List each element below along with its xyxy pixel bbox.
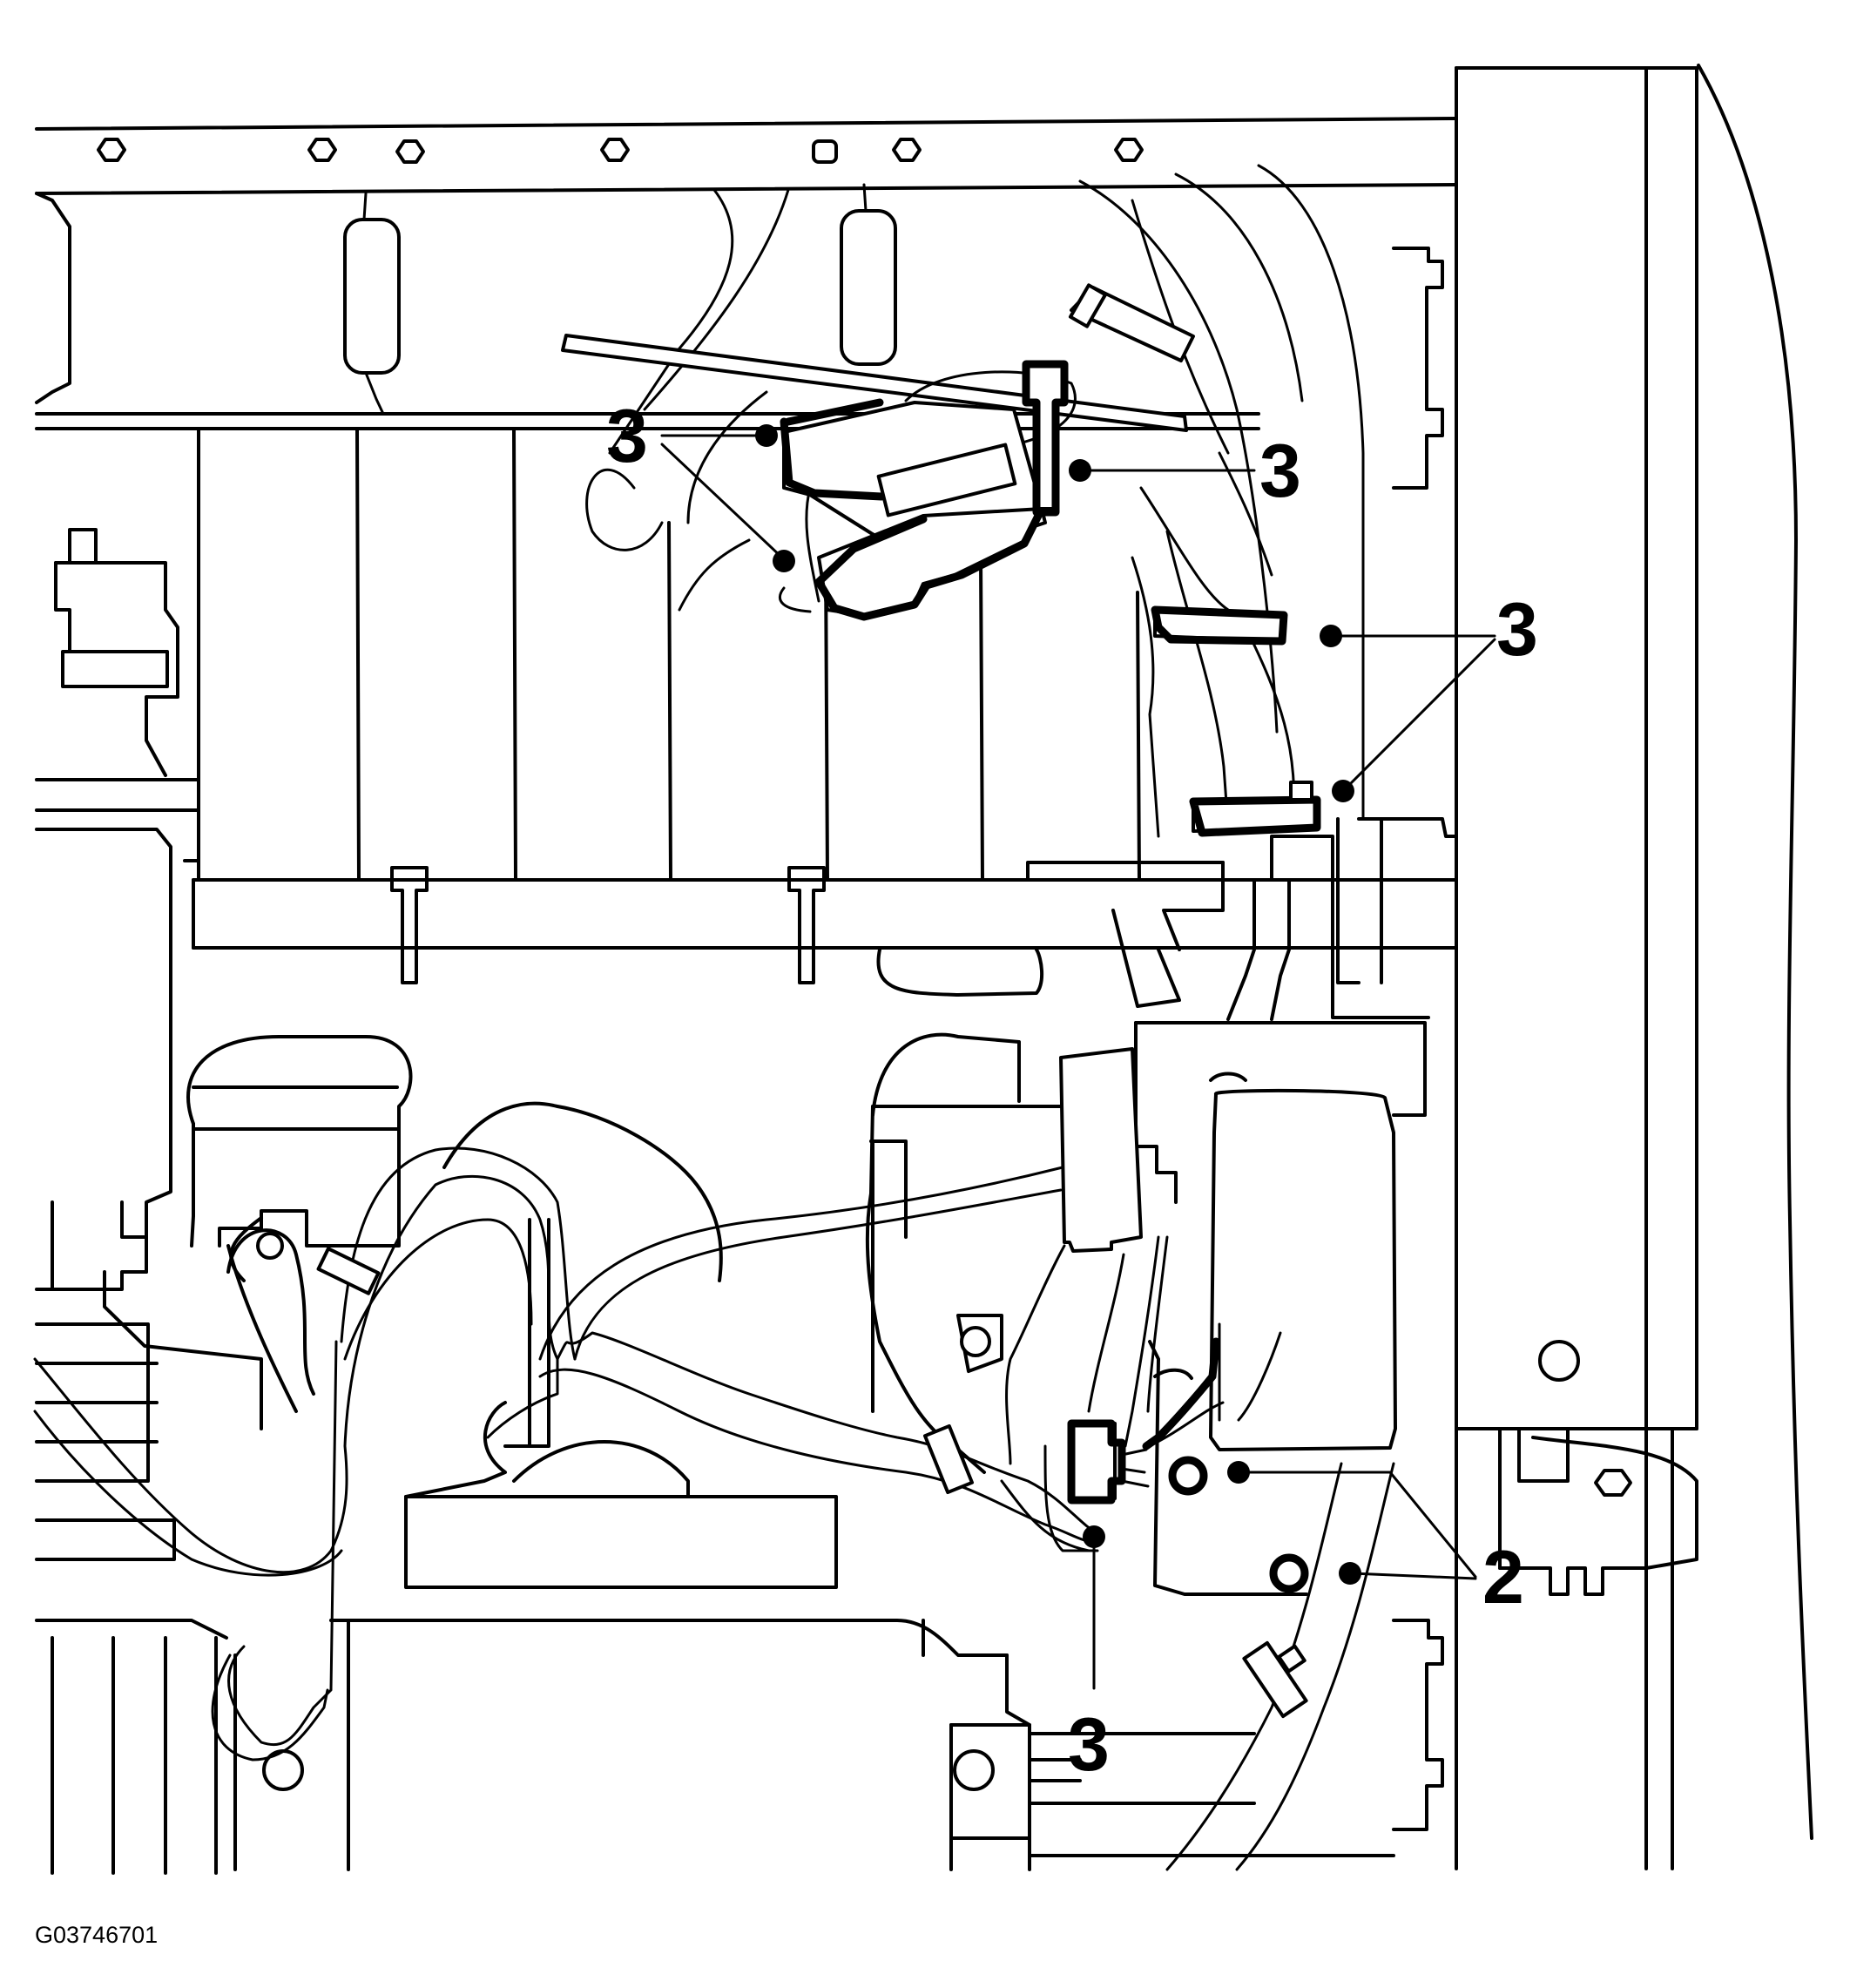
- leader-dot: [1339, 1562, 1361, 1585]
- callout-2-ground-bolts: 2: [1482, 1536, 1524, 1619]
- leader-dot: [1332, 780, 1354, 802]
- lower-right-module: [865, 1021, 1427, 1596]
- lower-left-component: [186, 1035, 413, 1413]
- leader-dot: [1320, 625, 1342, 647]
- left-brackets: [35, 528, 263, 1875]
- callout-3-upper-left: 3: [606, 395, 648, 478]
- leader-dot: [773, 550, 795, 572]
- fuel-rail: [192, 861, 1383, 1008]
- intake-manifold: [35, 183, 1260, 882]
- rail-bolt-heads: [97, 138, 1144, 164]
- lower-connectors: [1067, 1337, 1309, 1593]
- callout-leaders: [660, 424, 1496, 1690]
- upper-ground-clip: [1151, 605, 1321, 837]
- callout-labels: 3 3 3 2 3: [606, 395, 1538, 1787]
- right-frame: [1392, 64, 1813, 1870]
- top-rail: [35, 117, 1458, 195]
- upper-harness: [561, 164, 1458, 1021]
- harness-connector: [778, 360, 1069, 621]
- callout-3-upper-right: 3: [1259, 429, 1301, 513]
- figure-id: G03746701: [35, 1922, 158, 1948]
- leader-dot: [1069, 459, 1091, 482]
- callout-3-lower: 3: [1068, 1703, 1110, 1787]
- lower-harness-clips: [316, 1247, 1308, 1719]
- callout-3-right: 3: [1496, 588, 1538, 672]
- upper-sensor-bracket: [1226, 817, 1458, 1021]
- leader-dot: [755, 424, 778, 447]
- leader-dot: [1083, 1525, 1105, 1548]
- lower-harness: [33, 1146, 1395, 1871]
- leader-dot: [1227, 1461, 1250, 1484]
